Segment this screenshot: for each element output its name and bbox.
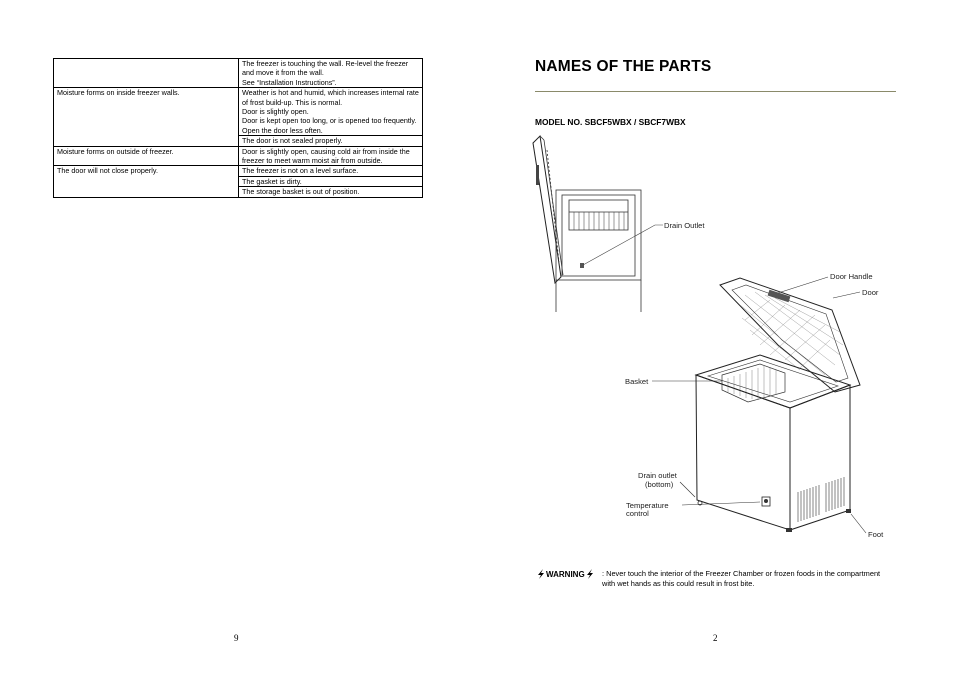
warning-title: WARNING (537, 569, 594, 579)
label-drain-outlet-top: Drain Outlet (664, 221, 705, 230)
cause-cell: Weather is hot and humid, which increase… (238, 87, 423, 147)
cause-text: Door is slightly open. (242, 107, 309, 117)
cause-cell: The freezer is not on a level surface. T… (238, 165, 423, 198)
cause-text: Door is slightly open, causing cold air … (242, 146, 410, 166)
cause-text: See “Installation Instructions”. (242, 77, 337, 87)
label-door-handle: Door Handle (830, 272, 873, 281)
troubleshooting-table: The freezer is touching the wall. Re-lev… (53, 57, 423, 198)
page-number-left: 9 (234, 633, 239, 643)
table-row: Moisture forms on inside freezer walls. … (53, 87, 423, 147)
cause-text: Weather is hot and humid, which increase… (242, 88, 419, 107)
table-row: The door will not close properly. The fr… (53, 165, 423, 198)
perspective-view-illustration (652, 276, 867, 534)
label-temperature-control: Temperature (626, 501, 669, 510)
cause-text: Door is kept open too long, or is opened… (242, 116, 417, 135)
warning-bolt-icon (538, 569, 544, 579)
label-door: Door (862, 288, 879, 297)
cause-text: The gasket is dirty. (239, 175, 422, 186)
heading-rule (535, 91, 896, 92)
label-drain-outlet-bottom-sub: (bottom) (645, 480, 674, 489)
problem-cell: Moisture forms on inside freezer walls. (53, 87, 239, 147)
warning-text: : Never touch the interior of the Freeze… (602, 569, 881, 588)
front-view-illustration (532, 134, 663, 312)
warning-bolt-icon (586, 569, 593, 579)
cause-text: The door is not sealed properly. (239, 135, 422, 145)
label-temperature-control-sub: control (626, 509, 649, 518)
label-basket: Basket (625, 377, 649, 386)
page-number-right: 2 (713, 633, 718, 643)
cause-text: The storage basket is out of position. (239, 186, 422, 196)
label-drain-outlet-bottom: Drain outlet (638, 471, 677, 480)
page-heading: NAMES OF THE PARTS (535, 58, 712, 75)
cause-text: The freezer is touching the wall. Re-lev… (242, 59, 409, 78)
model-number: MODEL NO. SBCF5WBX / SBCF7WBX (535, 117, 686, 127)
label-foot: Foot (868, 530, 884, 539)
problem-cell: The door will not close properly. (53, 165, 239, 198)
cause-text: The freezer is not on a level surface. (242, 166, 359, 176)
warning-label: WARNING (546, 569, 585, 579)
